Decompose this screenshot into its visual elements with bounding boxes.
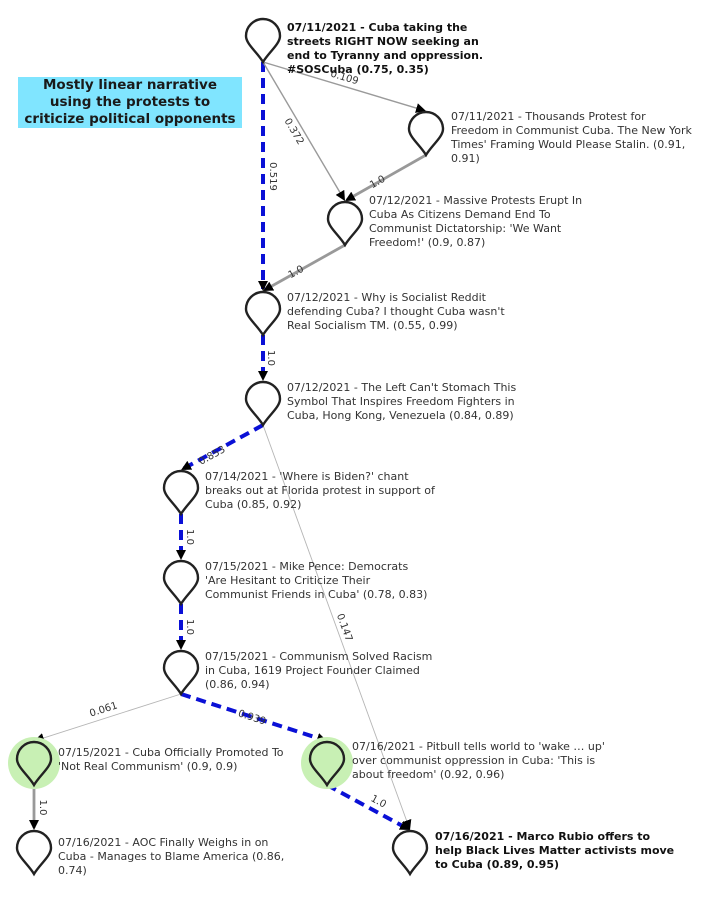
node-n2[interactable] — [407, 110, 445, 158]
node-n12[interactable] — [391, 829, 429, 877]
edge-n1-n3 — [262, 61, 346, 201]
map-pin-icon — [244, 290, 282, 338]
edge-n5-n12 — [262, 424, 412, 830]
node-n10[interactable] — [301, 737, 353, 789]
edge-weight-label: 0.519 — [267, 162, 278, 191]
edge-weight-label: 0.061 — [88, 700, 119, 719]
edge-n8-n9 — [34, 693, 182, 743]
map-pin-icon — [162, 559, 200, 607]
node-label-n6: 07/14/2021 - 'Where is Biden?' chant bre… — [205, 470, 435, 511]
map-pin-icon — [391, 829, 429, 877]
edges-layer: 0.5190.1090.3721.01.01.00.8530.1471.01.0… — [29, 61, 427, 831]
edge-weight-label: 1.0 — [184, 529, 195, 545]
node-n1[interactable] — [244, 17, 282, 65]
node-n7[interactable] — [162, 559, 200, 607]
map-pin-icon — [162, 469, 200, 517]
node-n9[interactable] — [8, 737, 60, 789]
map-pin-icon — [162, 649, 200, 697]
edge-weight-label: 0.372 — [282, 117, 306, 147]
node-label-n12: 07/16/2021 - Marco Rubio offers to help … — [435, 830, 675, 871]
node-label-n2: 07/11/2021 - Thousands Protest for Freed… — [451, 110, 692, 165]
node-label-n7: 07/15/2021 - Mike Pence: Democrats 'Are … — [205, 560, 428, 601]
edge-n8-n10 — [180, 692, 328, 743]
node-n6[interactable] — [162, 469, 200, 517]
node-label-n3: 07/12/2021 - Massive Protests Erupt In C… — [369, 194, 583, 249]
node-label-n4: 07/12/2021 - Why is Socialist Reddit def… — [287, 291, 505, 332]
node-label-n5: 07/12/2021 - The Left Can't Stomach This… — [287, 381, 517, 422]
node-label-n9: 07/15/2021 - Cuba Officially Promoted To… — [58, 746, 284, 773]
node-label-n11: 07/16/2021 - AOC Finally Weighs in on Cu… — [58, 836, 285, 877]
map-pin-icon — [326, 200, 364, 248]
map-pin-icon — [407, 110, 445, 158]
node-n4[interactable] — [244, 290, 282, 338]
map-pin-icon — [15, 740, 53, 788]
edge-n1-n2 — [262, 61, 427, 113]
node-n11[interactable] — [15, 829, 53, 877]
narrative-callout: Mostly linear narrative using the protes… — [18, 77, 242, 128]
edge-weight-label: 0.939 — [237, 708, 268, 727]
edge-weight-label: 1.0 — [287, 264, 306, 281]
nodes-layer — [8, 17, 445, 877]
edge-weight-label: 0.853 — [197, 444, 227, 467]
edge-weight-label: 1.0 — [184, 619, 195, 635]
map-pin-icon — [308, 740, 346, 788]
edge-weight-label: 1.0 — [265, 350, 276, 366]
map-pin-icon — [244, 380, 282, 428]
node-n8[interactable] — [162, 649, 200, 697]
edge-n2-n3 — [345, 153, 427, 202]
map-pin-icon — [244, 17, 282, 65]
edge-weight-label: 1.0 — [368, 174, 387, 191]
edge-n3-n4 — [263, 243, 346, 292]
node-label-n10: 07/16/2021 - Pitbull tells world to 'wak… — [352, 740, 605, 781]
edge-weight-label: 1.0 — [37, 800, 48, 816]
node-n5[interactable] — [244, 380, 282, 428]
map-pin-icon — [15, 829, 53, 877]
node-n3[interactable] — [326, 200, 364, 248]
node-label-n8: 07/15/2021 - Communism Solved Racism in … — [205, 650, 433, 691]
node-label-n1: 07/11/2021 - Cuba taking the streets RIG… — [287, 21, 484, 76]
